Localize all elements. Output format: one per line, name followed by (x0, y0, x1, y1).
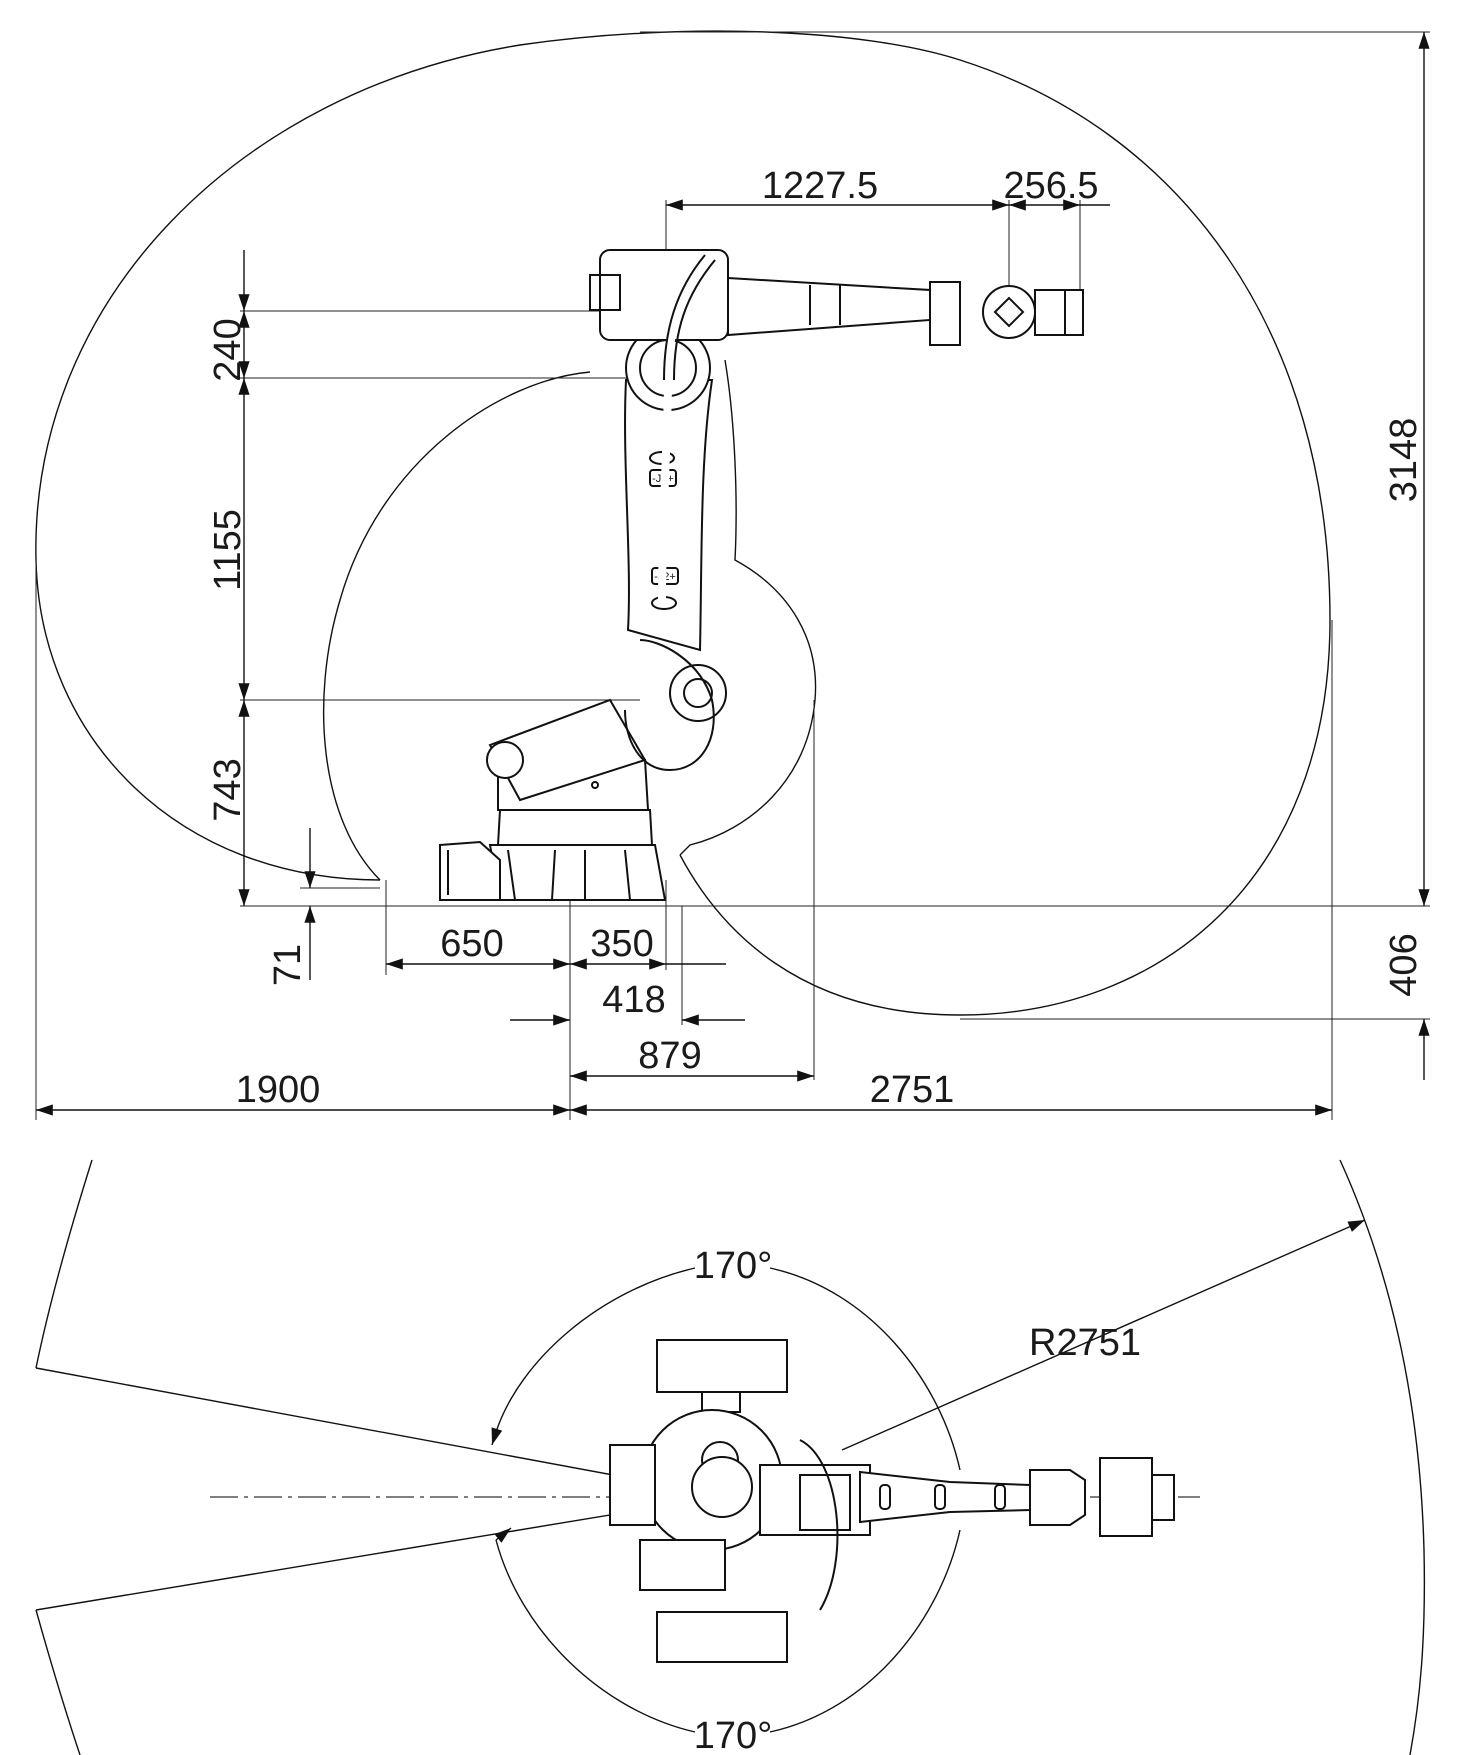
dim-base-drop: 71 (267, 944, 309, 986)
dim-front-reach: 2751 (870, 1069, 955, 1111)
dim-total-height: 3148 (1383, 418, 1425, 503)
dim-arm-offset: 240 (207, 318, 249, 381)
angle-top-label: 170° (694, 1245, 773, 1287)
dim-reach-to-wrist: 1227.5 (762, 165, 878, 207)
outer-arc (35, 1159, 1426, 1755)
dim-front-base-offset: 350 (590, 923, 653, 965)
dim-below-base: 406 (1383, 933, 1425, 996)
dim-shoulder-height: 743 (207, 758, 249, 821)
robot-top (609, 1339, 1175, 1663)
dim-upper-arm: 1155 (207, 509, 249, 591)
dim-rear-base-offset: 650 (440, 923, 503, 965)
dim-inner-offset: 418 (602, 979, 665, 1021)
robot-side: -J3+ -J2+ (439, 249, 1084, 901)
dim-rear-reach: 1900 (236, 1069, 321, 1111)
angle-bottom-label: 170° (694, 1715, 773, 1755)
side-view: 240 1155 743 71 3148 406 1227.5 256.5 65… (35, 30, 1430, 1120)
dim-wrist-to-flange: 256.5 (1003, 165, 1098, 207)
top-view: 170° 170° R2751 (35, 1159, 1426, 1755)
dim-inner-radius-offset: 879 (638, 1035, 701, 1077)
inner-angle-arc (495, 1267, 961, 1733)
inner-envelope (323, 359, 817, 881)
radius-label: R2751 (1029, 1322, 1141, 1364)
outer-envelope (35, 30, 1331, 1016)
